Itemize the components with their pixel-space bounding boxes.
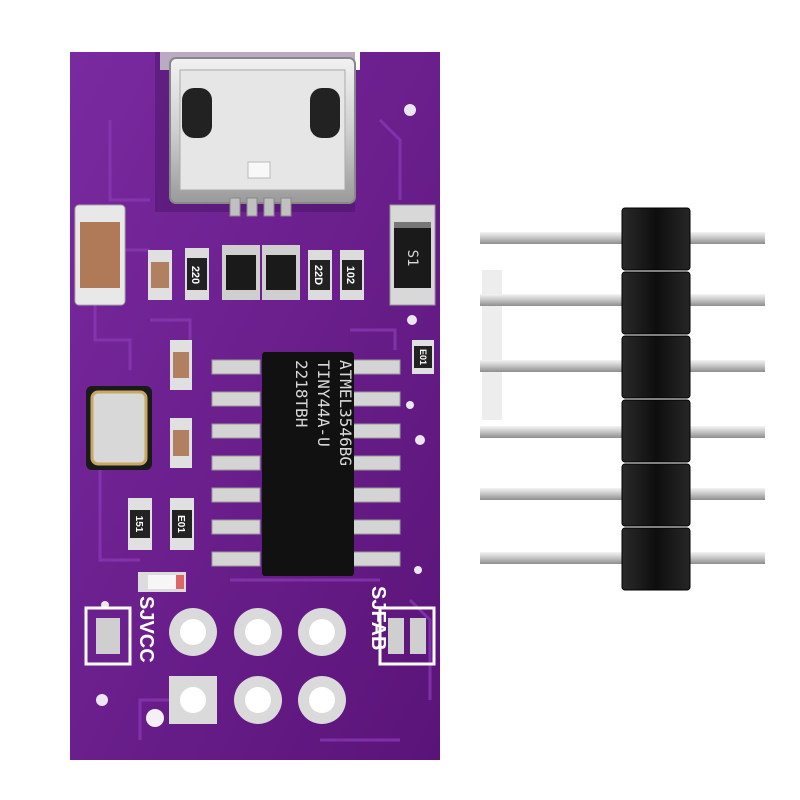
chip-marking-line3: 2218TBH [292, 360, 311, 427]
microcontroller-chip: ATMEL3546BG TINY44A-U 2218TBH [211, 352, 401, 576]
led [138, 572, 186, 592]
jumper-left-label: SJVCC [135, 596, 157, 663]
pin-header-shadow [482, 270, 502, 420]
pcb-traces [93, 118, 432, 742]
smd-components-bottom: 151 E01 [128, 498, 194, 550]
resistor-label: 102 [344, 266, 356, 284]
resistor-label: 220 [189, 266, 201, 284]
resistor-label: 151 [133, 516, 144, 533]
resistor-label: E01 [175, 515, 186, 533]
smd-component-right: E01 [412, 340, 434, 374]
through-hole-pads [169, 608, 346, 724]
resistor-label: E01 [418, 349, 428, 365]
header-housing [621, 207, 691, 591]
smd-components-top: 220 22D 102 [148, 245, 364, 300]
jumper-right: SJFAB [367, 586, 436, 666]
pin-header [480, 207, 765, 591]
chip-marking-line1: ATMEL3546BG [336, 360, 355, 466]
resistor-label: 22D [312, 265, 324, 285]
diode: S1 [389, 204, 436, 306]
jumper-right-label: SJFAB [367, 586, 389, 650]
chip-marking-line2: TINY44A-U [314, 360, 333, 447]
diode-label: S1 [404, 250, 420, 267]
crystal-label: 12.000 [112, 408, 125, 448]
capacitor-large [74, 204, 126, 306]
usb-connector [155, 52, 356, 217]
jumper-left: SJVCC [84, 596, 157, 666]
smd-components-left [170, 340, 192, 468]
pcb-vias [96, 104, 425, 727]
crystal-oscillator: 12.000 [86, 386, 152, 470]
